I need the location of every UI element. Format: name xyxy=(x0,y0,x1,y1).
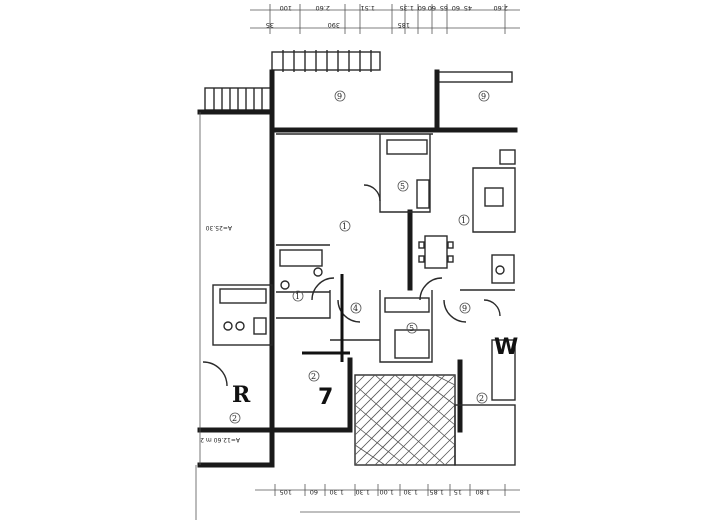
dim-top-5: 2.60 xyxy=(316,4,330,12)
room-number-hall: 4 xyxy=(350,302,362,314)
svg-text:2: 2 xyxy=(479,394,484,403)
sketch-edges xyxy=(195,112,201,520)
handwritten-r: R xyxy=(232,382,251,408)
room-number-balcony-left: 9 xyxy=(334,90,346,102)
bottom-dimension-labels: 105 60 1.30 1.30 1.00 1.30 1.85 15 1.80 xyxy=(280,488,490,496)
room-number-bath: 1 xyxy=(292,290,304,302)
dim-top-4: 100 xyxy=(280,4,292,12)
dim-top-8: 60 xyxy=(418,4,426,12)
handwritten-w: W xyxy=(494,335,518,360)
door-swings xyxy=(202,184,501,387)
bottom-dimension-line xyxy=(255,484,520,513)
svg-text:9: 9 xyxy=(481,92,486,101)
interior-walls xyxy=(212,133,515,363)
top-dimension-labels: 35 390 185 100 2.60 1.51 1.35 60 60 65 6… xyxy=(266,4,508,29)
dim-bottom-9: 1.80 xyxy=(476,488,490,496)
dim-top-7: 1.35 xyxy=(400,4,414,12)
dining-table xyxy=(418,235,454,269)
svg-text:2: 2 xyxy=(232,414,237,423)
svg-text:9: 9 xyxy=(462,304,467,313)
room-number-kitchen-top: 5 xyxy=(397,180,409,192)
svg-text:4: 4 xyxy=(353,304,358,313)
dim-bottom-5: 1.00 xyxy=(380,488,394,496)
dim-bottom-1: 105 xyxy=(280,488,292,496)
dim-top-10: 65 xyxy=(440,4,448,12)
handwritten-7: 7 xyxy=(318,385,333,410)
room-number-bedroom: 2 xyxy=(308,370,320,382)
svg-text:1: 1 xyxy=(342,222,347,231)
dim-bottom-3: 1.30 xyxy=(330,488,344,496)
terrace-hatch xyxy=(354,374,516,466)
dim-top-11: 60 xyxy=(452,4,460,12)
room-number-bedroom-right: 2 xyxy=(476,392,488,404)
dim-bottom-4: 1.30 xyxy=(356,488,370,496)
top-dimension-line xyxy=(250,4,520,34)
svg-text:9: 9 xyxy=(337,92,342,101)
room-number-hall-right: 9 xyxy=(459,302,471,314)
dim-bottom-8: 15 xyxy=(454,488,462,496)
dim-top-9: 60 xyxy=(428,4,436,12)
dim-top-13: 2.60 xyxy=(494,4,508,12)
dim-bottom-7: 1.85 xyxy=(430,488,444,496)
dim-bottom-2: 60 xyxy=(310,488,318,496)
living-furniture xyxy=(472,149,516,401)
kitchen-fixtures xyxy=(384,139,430,359)
room-number-living-right: 1 xyxy=(458,214,470,226)
handwritten-marker-lines xyxy=(302,274,350,362)
balcony-railing-top xyxy=(204,50,513,111)
room-number-living: 1 xyxy=(339,220,351,232)
dim-top-6: 1.51 xyxy=(361,4,375,12)
room-number-bedroom-left: 2 xyxy=(229,412,241,424)
exterior-walls xyxy=(197,69,518,468)
room-numbers: 9 9 5 1 1 1 4 5 9 2 2 2 xyxy=(229,90,490,424)
svg-text:1: 1 xyxy=(295,292,300,301)
dim-top-3: 185 xyxy=(398,21,410,29)
svg-text:1: 1 xyxy=(461,216,466,225)
svg-text:2: 2 xyxy=(311,372,316,381)
svg-text:5: 5 xyxy=(400,182,405,191)
svg-text:5: 5 xyxy=(409,324,414,333)
room-number-kitchen-bottom: 5 xyxy=(406,322,418,334)
area-note-lower: A=12.60 m 2 xyxy=(200,436,240,443)
dim-top-12: 45 xyxy=(464,4,472,12)
bathroom-fixtures xyxy=(219,249,515,335)
area-note-upper: A=25.30 xyxy=(206,224,232,231)
room-number-balcony-right: 9 xyxy=(478,90,490,102)
dim-top-2: 390 xyxy=(328,21,340,29)
dim-bottom-6: 1.30 xyxy=(404,488,418,496)
dim-top-1: 35 xyxy=(266,21,274,29)
